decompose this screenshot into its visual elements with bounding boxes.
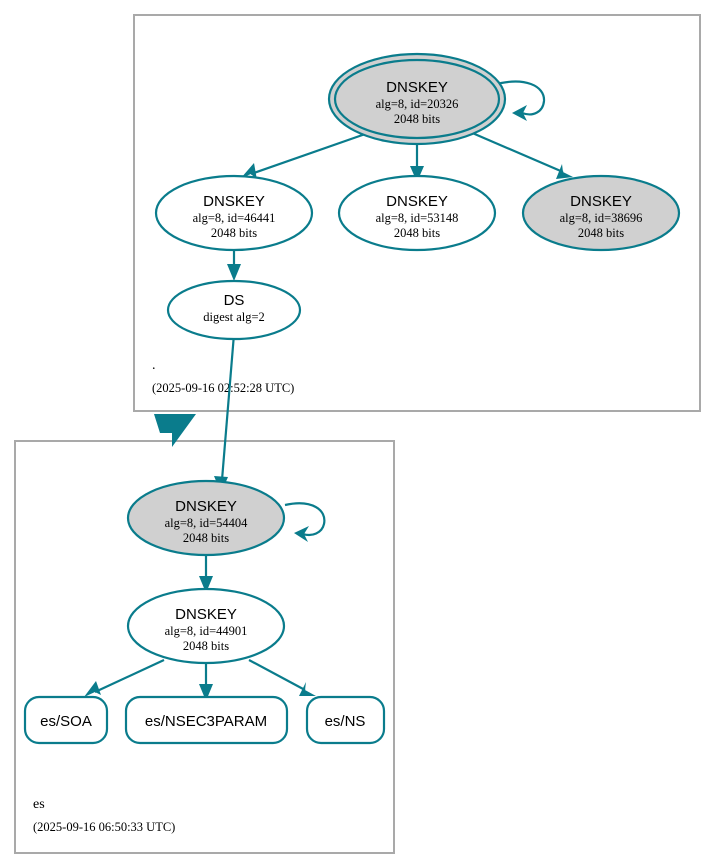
edge-es-zsk-to-nsec3param (199, 664, 213, 701)
root-dnskey-38696-title: DNSKEY (570, 193, 632, 210)
delegation-arrow-root-to-es (154, 414, 196, 447)
node-es-ksk-54404[interactable]: DNSKEY alg=8, id=54404 2048 bits (126, 479, 286, 557)
root-dnskey-38696-detail: alg=8, id=38696 (560, 211, 643, 225)
root-ds-detail: digest alg=2 (203, 310, 265, 324)
root-dnskey-53148-title: DNSKEY (386, 193, 448, 210)
es-soa-rect (23, 695, 109, 745)
es-zsk-title: DNSKEY (175, 606, 237, 623)
root-dnskey-38696-size: 2048 bits (578, 226, 624, 240)
root-ds-title: DS (224, 292, 245, 309)
node-rrset-es-ns[interactable]: es/NS (305, 695, 386, 745)
node-es-zsk-44901[interactable]: DNSKEY alg=8, id=44901 2048 bits (126, 587, 286, 665)
root-dnskey-46441-size: 2048 bits (211, 226, 257, 240)
edge-ds-to-es-ksk (214, 333, 236, 493)
root-dnskey-46441-ellipse (154, 174, 314, 252)
es-zsk-ellipse (126, 587, 286, 665)
es-ksk-title: DNSKEY (175, 498, 237, 515)
root-ksk-inner-ellipse (333, 58, 501, 140)
es-ksk-detail: alg=8, id=54404 (165, 516, 249, 530)
es-zone-name: es (33, 797, 45, 812)
edge-root-ksk-to-38696 (469, 130, 573, 179)
node-root-dnskey-38696[interactable]: DNSKEY alg=8, id=38696 2048 bits (521, 174, 681, 252)
root-dnskey-53148-size: 2048 bits (394, 226, 440, 240)
node-root-dnskey-46441[interactable]: DNSKEY alg=8, id=46441 2048 bits (154, 174, 314, 252)
zone-cluster-es: es (2025-09-16 06:50:33 UTC) (14, 440, 395, 854)
edge-es-zsk-to-ns (248, 659, 316, 696)
node-root-dnskey-53148[interactable]: DNSKEY alg=8, id=53148 2048 bits (337, 174, 497, 252)
root-ksk-size: 2048 bits (394, 112, 440, 126)
es-ksk-ellipse (126, 479, 286, 557)
node-root-ksk-20326[interactable]: DNSKEY alg=8, id=20326 2048 bits (327, 52, 507, 146)
es-soa-label: es/SOA (40, 713, 92, 730)
es-ksk-size: 2048 bits (183, 531, 229, 545)
root-dnskey-53148-ellipse (337, 174, 497, 252)
root-dnskey-46441-title: DNSKEY (203, 193, 265, 210)
edge-root-ksk-to-46441 (241, 130, 372, 180)
root-zone-name: . (152, 358, 156, 373)
root-zone-timestamp: (2025-09-16 02:52:28 UTC) (152, 381, 294, 395)
root-dnskey-38696-ellipse (521, 174, 681, 252)
root-cluster-border (133, 14, 701, 412)
root-ds-ellipse (166, 279, 302, 341)
es-nsec3param-rect (124, 695, 289, 745)
node-root-ds[interactable]: DS digest alg=2 (166, 279, 302, 341)
es-nsec3param-label: es/NSEC3PARAM (145, 713, 267, 730)
root-dnskey-53148-detail: alg=8, id=53148 (376, 211, 459, 225)
es-ns-label: es/NS (325, 713, 366, 730)
root-dnskey-46441-detail: alg=8, id=46441 (193, 211, 276, 225)
node-rrset-es-nsec3param[interactable]: es/NSEC3PARAM (124, 695, 289, 745)
node-rrset-es-soa[interactable]: es/SOA (23, 695, 109, 745)
edge-es-zsk-to-soa (84, 659, 165, 697)
es-zsk-size: 2048 bits (183, 639, 229, 653)
zone-cluster-root: . (2025-09-16 02:52:28 UTC) (133, 14, 701, 412)
es-cluster-border (14, 440, 395, 854)
es-zsk-detail: alg=8, id=44901 (165, 624, 248, 638)
root-ksk-title: DNSKEY (386, 79, 448, 96)
es-ns-rect (305, 695, 386, 745)
edge-es-ksk-self-sign (284, 502, 326, 542)
root-ksk-detail: alg=8, id=20326 (376, 97, 459, 111)
es-zone-timestamp: (2025-09-16 06:50:33 UTC) (33, 820, 175, 834)
edge-es-ksk-to-es-zsk (199, 552, 213, 593)
edge-root-ksk-self-sign (492, 80, 546, 121)
